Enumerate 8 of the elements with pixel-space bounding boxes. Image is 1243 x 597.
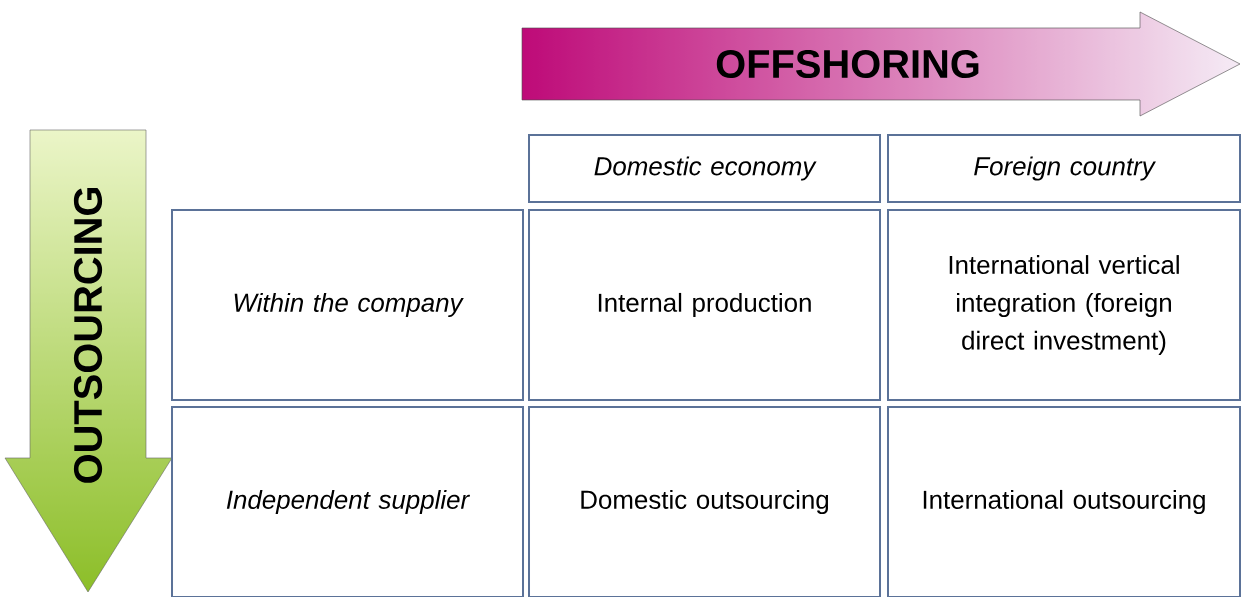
table-cell: Domestic outsourcing xyxy=(528,406,881,597)
column-header: Foreign country xyxy=(887,134,1241,203)
column-header: Domestic economy xyxy=(528,134,881,203)
table-cell: International vertical integration (foreign direct investment) xyxy=(887,209,1241,401)
table-cell: International outsourcing xyxy=(887,406,1241,597)
row-header: Independent supplier xyxy=(171,406,524,597)
row-header: Within the company xyxy=(171,209,524,401)
table-cell: Internal production xyxy=(528,209,881,401)
